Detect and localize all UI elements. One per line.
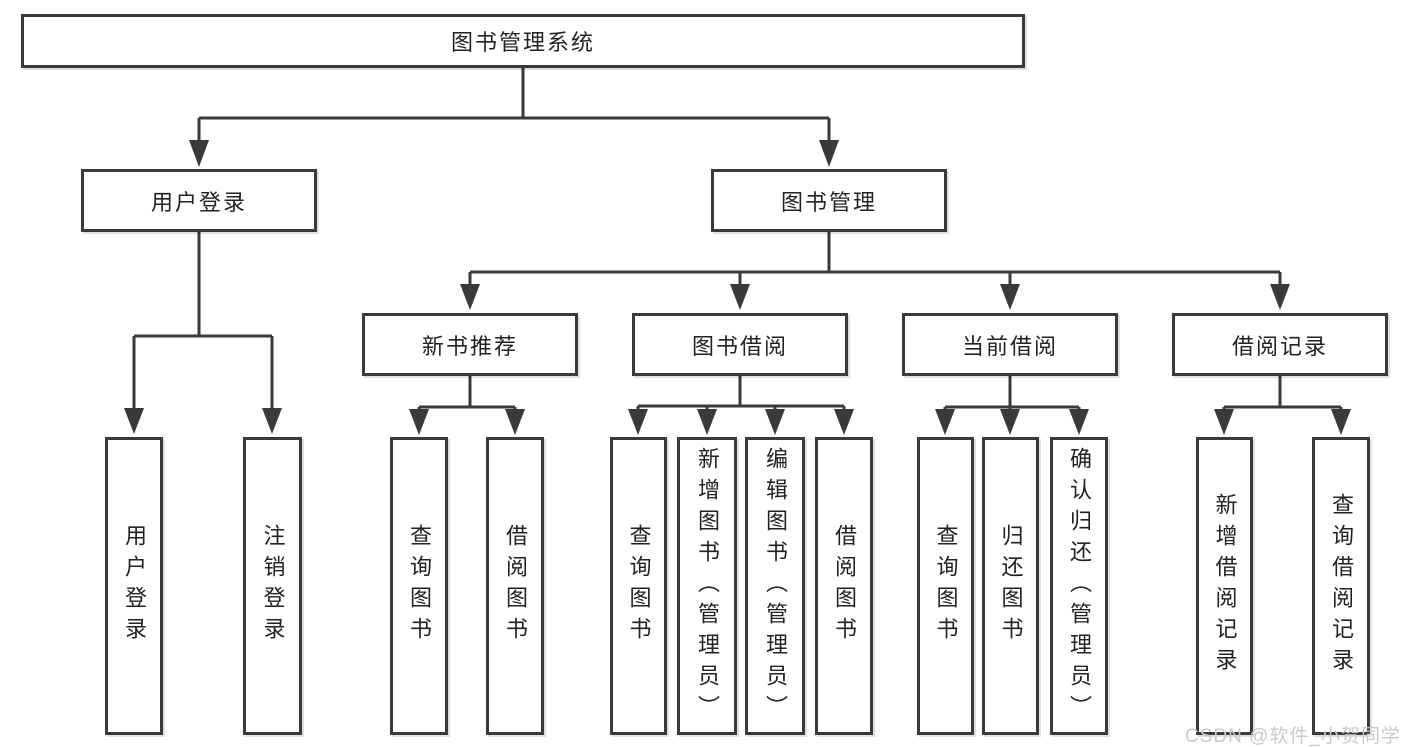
node-new-book-recommend: 新书推荐 [362, 313, 578, 376]
node-book-management: 图书管理 [711, 169, 947, 232]
edges-book-management-to-level3 [460, 232, 1290, 310]
node-label: 借阅图书 [503, 524, 528, 648]
leaf-add-borrow-record: 新增借阅记录 [1196, 437, 1253, 735]
leaf-query-borrow-record: 查询借阅记录 [1312, 437, 1370, 735]
node-label: 新书推荐 [421, 333, 518, 359]
node-label: 用户登录 [150, 189, 247, 215]
edges-borrow-records-to-leaves [1214, 376, 1351, 435]
edges-current-borrow-to-leaves [935, 376, 1089, 435]
node-borrow-records: 借阅记录 [1172, 313, 1388, 376]
node-label: 借阅图书 [832, 524, 857, 648]
node-label: 当前借阅 [961, 333, 1058, 359]
node-label: 新增图书（管理员） [695, 446, 720, 726]
edges-new-book-to-leaves [409, 376, 525, 435]
leaf-logout: 注销登录 [243, 437, 302, 735]
csdn-watermark: CSDN @软件_小贺同学 [1185, 726, 1401, 747]
node-label: 图书管理 [780, 189, 877, 215]
node-label: 图书管理系统 [450, 30, 595, 55]
node-label: 查询图书 [626, 524, 652, 648]
node-label: 查询借阅记录 [1329, 493, 1354, 679]
node-label: 图书借阅 [691, 333, 788, 359]
node-label: 借阅记录 [1231, 333, 1328, 359]
leaf-borrow-books-recommend: 借阅图书 [486, 437, 544, 735]
edges-book-borrow-to-leaves [628, 376, 854, 435]
leaf-return-books: 归还图书 [982, 437, 1039, 735]
node-label: 新增借阅记录 [1212, 493, 1238, 679]
leaf-query-books-current: 查询图书 [917, 437, 974, 735]
node-label: 查询图书 [407, 524, 432, 648]
leaf-confirm-return-admin: 确认归还（管理员） [1050, 437, 1108, 735]
node-label: 用户登录 [122, 524, 147, 648]
leaf-borrow-books: 借阅图书 [815, 437, 873, 735]
edges-root-to-level2 [189, 68, 839, 167]
node-book-borrow: 图书借阅 [632, 313, 848, 376]
node-label: 确认归还（管理员） [1067, 446, 1092, 726]
node-label: 注销登录 [260, 524, 286, 648]
edges-user-login-to-leaves [124, 232, 282, 434]
node-label: 查询图书 [933, 524, 959, 648]
node-library-system: 图书管理系统 [21, 14, 1025, 68]
leaf-query-books-borrow: 查询图书 [610, 437, 667, 735]
leaf-add-book-admin: 新增图书（管理员） [677, 437, 737, 735]
leaf-query-books-recommend: 查询图书 [390, 437, 448, 735]
leaf-user-login: 用户登录 [105, 437, 163, 735]
leaf-edit-book-admin: 编辑图书（管理员） [745, 437, 805, 735]
node-current-borrow: 当前借阅 [902, 313, 1118, 376]
node-label: 归还图书 [998, 524, 1024, 648]
node-label: 编辑图书（管理员） [763, 446, 788, 726]
node-user-login: 用户登录 [81, 169, 317, 232]
